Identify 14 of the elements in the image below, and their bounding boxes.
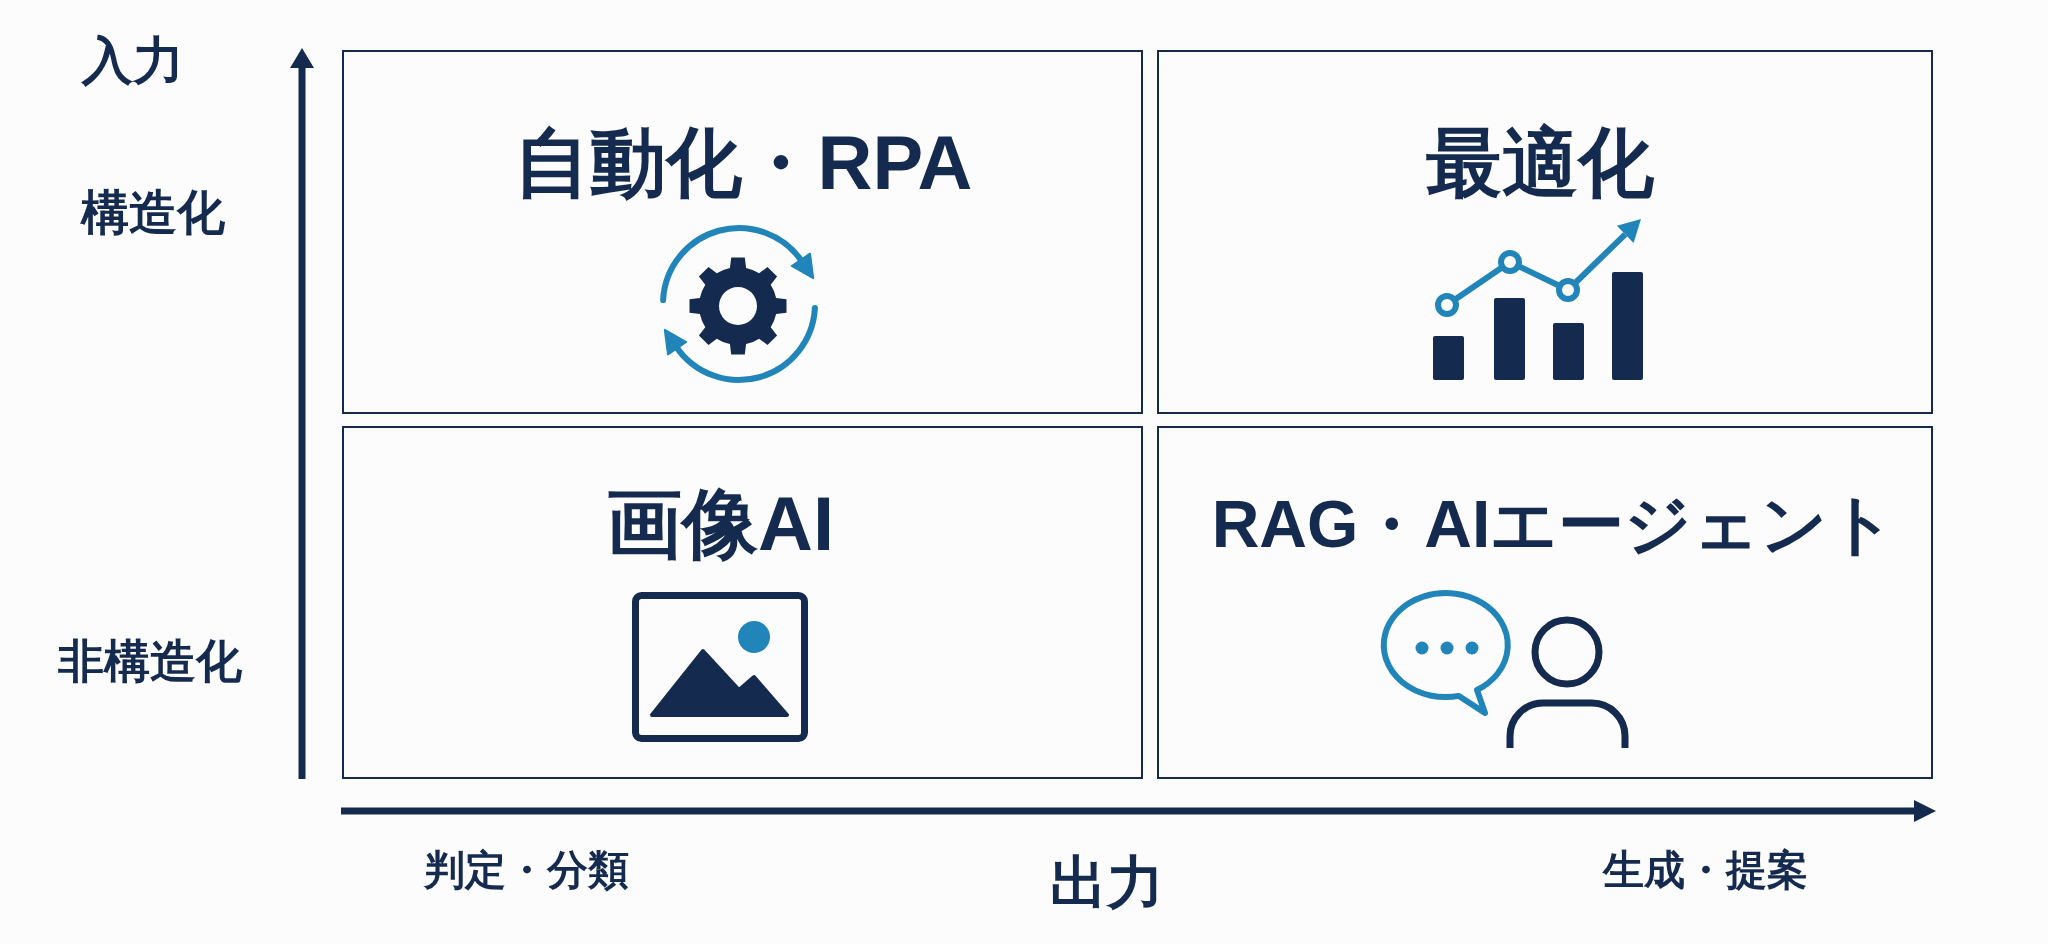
- quadrant-box: [1157, 50, 1933, 414]
- quadrant-title: 自動化・RPA: [513, 125, 973, 201]
- quadrant-title: RAG・AIエージェント: [1211, 491, 1897, 557]
- axis-label: 判定・分類: [423, 849, 629, 891]
- axis-title: 出力: [1050, 853, 1164, 911]
- quadrant-box: [1157, 426, 1933, 779]
- quadrant-title: 最適化: [1426, 125, 1654, 201]
- quadrant-box: [342, 426, 1143, 779]
- axis-label: 非構造化: [58, 638, 242, 684]
- quadrant-title: 画像AI: [606, 486, 834, 562]
- axis-title: 入力: [82, 34, 184, 86]
- quadrant-box: [342, 50, 1143, 414]
- axis-label: 生成・提案: [1602, 849, 1808, 891]
- axis-label: 構造化: [81, 189, 225, 237]
